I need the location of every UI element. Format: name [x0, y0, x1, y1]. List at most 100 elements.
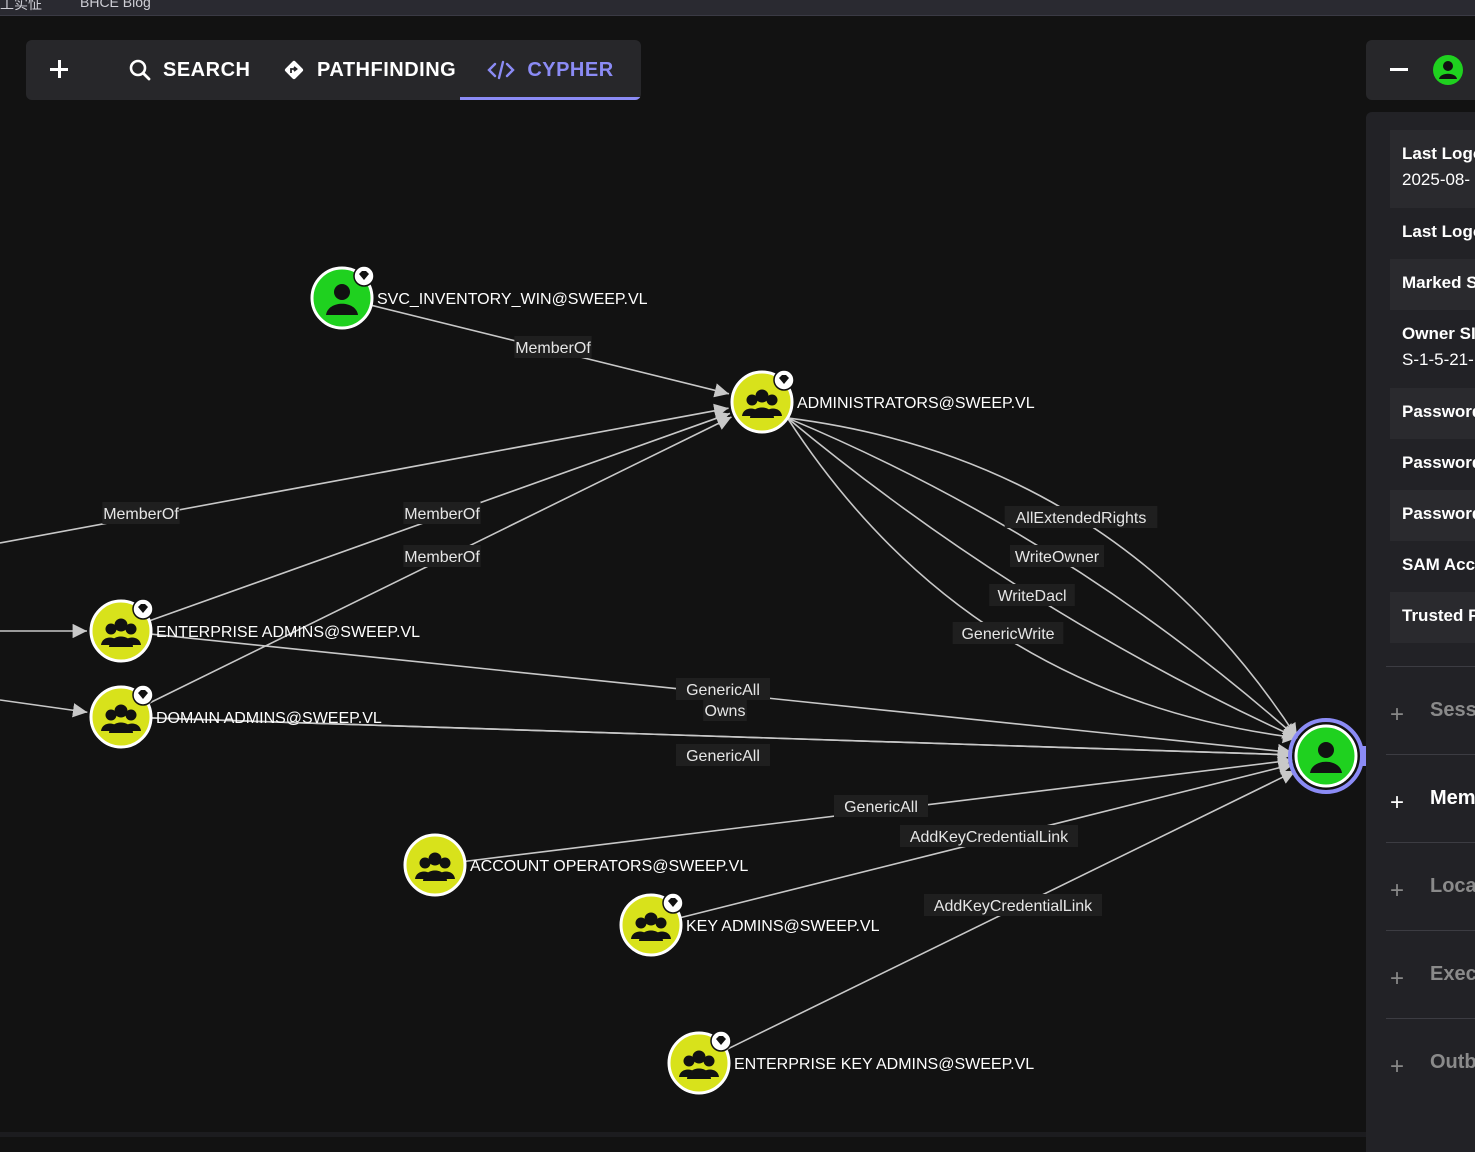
section-accordion[interactable]: + Member Of [1386, 754, 1475, 843]
graph-edge[interactable] [787, 417, 1298, 739]
property-row: Marked Sensitive [1390, 259, 1475, 310]
edge-label-bg [703, 699, 747, 721]
search-icon [129, 59, 151, 81]
section-label: Member Of [1430, 787, 1475, 809]
tab-cypher[interactable]: CYPHER [460, 40, 641, 100]
tab-search[interactable]: SEARCH [129, 40, 250, 100]
property-key: Last Logon [1402, 222, 1475, 241]
property-row: Password [1390, 490, 1475, 541]
node-label: ENTERPRISE KEY ADMINS@SWEEP.VL [734, 1056, 1034, 1073]
property-row: SAM Account [1390, 541, 1475, 592]
graph-edge[interactable] [786, 417, 1298, 744]
property-row: Last Logon2025-08- [1390, 130, 1475, 208]
graph-edge[interactable] [786, 417, 1298, 739]
edge-label[interactable]: GenericAll [686, 682, 760, 699]
section-label: Sessions [1430, 699, 1475, 721]
bottom-scroll-strip [0, 1132, 1366, 1137]
expand-icon[interactable]: + [1390, 1053, 1405, 1080]
tab-cypher-label: CYPHER [527, 58, 614, 81]
edge-label[interactable]: GenericWrite [961, 626, 1054, 643]
property-key: Owner SID [1402, 324, 1475, 343]
section-accordion[interactable]: + Local Admin [1386, 842, 1475, 931]
edge-label-bg [676, 744, 770, 766]
edge-label-bg [989, 584, 1075, 606]
edge-label-bg [1010, 545, 1104, 567]
section-label: Execution [1430, 963, 1475, 985]
node-label: ADMINISTRATORS@SWEEP.VL [797, 395, 1035, 412]
edge-label-bg [924, 894, 1102, 916]
edge-label[interactable]: WriteOwner [1015, 549, 1100, 566]
collapse-icon[interactable] [1390, 68, 1408, 71]
edge-label-bg [900, 825, 1078, 847]
group-node[interactable]: ADMINISTRATORS@SWEEP.VL [730, 369, 1035, 434]
code-icon [487, 60, 516, 80]
tier-zero-gem-icon [132, 598, 154, 620]
property-key: Password [1402, 402, 1475, 421]
tier-zero-gem-icon [710, 1030, 732, 1052]
edge-label-bg [676, 678, 770, 700]
edge-label[interactable]: WriteDacl [997, 588, 1066, 605]
graph-edge[interactable] [0, 699, 88, 718]
group-node[interactable]: DOMAIN ADMINS@SWEEP.VL [89, 684, 382, 749]
expand-icon[interactable]: + [1390, 789, 1405, 816]
edge-label[interactable]: AddKeyCredentialLink [910, 829, 1069, 846]
edge-label[interactable]: Owns [705, 703, 746, 720]
node-label: DOMAIN ADMINS@SWEEP.VL [156, 710, 382, 727]
property-row: Password [1390, 388, 1475, 439]
edge-label-bg [102, 502, 180, 524]
browser-tab-strip: 工实怔 BHCE Blog [0, 0, 1475, 16]
pathfinding-icon [284, 60, 304, 80]
edge-label-bg [403, 545, 481, 567]
edge-label[interactable]: MemberOf [103, 506, 179, 523]
group-node[interactable]: ENTERPRISE ADMINS@SWEEP.VL [89, 598, 420, 663]
edge-label[interactable]: MemberOf [404, 549, 480, 566]
tab-pathfinding[interactable]: PATHFINDING [283, 40, 456, 100]
browser-tab-label-2[interactable]: BHCE Blog [80, 0, 151, 10]
edge-label[interactable]: AddKeyCredentialLink [934, 898, 1093, 915]
user-icon [1433, 55, 1463, 85]
node-label: SVC_INVENTORY_WIN@SWEEP.VL [377, 291, 648, 308]
property-key: Marked Sensitive [1402, 273, 1475, 292]
edge-label[interactable]: MemberOf [404, 506, 480, 523]
section-label: Local Admin [1430, 875, 1475, 897]
edge-label[interactable]: MemberOf [515, 340, 591, 357]
graph-edge[interactable] [787, 417, 1298, 739]
graph-toolbar: SEARCH PATHFINDING CYPHER [26, 40, 641, 100]
tier-zero-gem-icon [773, 369, 795, 391]
add-icon[interactable] [48, 56, 70, 82]
edge-label[interactable]: GenericAll [686, 748, 760, 765]
property-row: Last Logon [1390, 208, 1475, 259]
tab-pathfinding-label: PATHFINDING [317, 58, 457, 81]
group-node[interactable]: ENTERPRISE KEY ADMINS@SWEEP.VL [667, 1030, 1034, 1095]
entity-panel-header [1366, 40, 1475, 100]
user-node[interactable]: SVC_INVENTORY_WIN@SWEEP.VL [310, 265, 648, 330]
property-value: S-1-5-21- [1402, 350, 1474, 369]
property-key: Password [1402, 504, 1475, 523]
section-accordion[interactable]: + Outbound [1386, 1018, 1475, 1107]
expand-icon[interactable]: + [1390, 877, 1405, 904]
node-label: ACCOUNT OPERATORS@SWEEP.VL [470, 858, 748, 875]
edge-label-bg [403, 502, 481, 524]
edge-label[interactable]: GenericAll [844, 799, 918, 816]
property-row: Owner SID S-1-5-21- [1390, 310, 1475, 388]
tier-zero-gem-icon [132, 684, 154, 706]
property-key: Password [1402, 453, 1475, 472]
section-label: Outbound [1430, 1051, 1475, 1073]
edge-label[interactable]: AllExtendedRights [1016, 510, 1147, 527]
user-node[interactable] [1288, 718, 1368, 794]
group-node[interactable]: KEY ADMINS@SWEEP.VL [619, 892, 880, 957]
property-row: Trusted For [1390, 592, 1475, 643]
edge-label-bg [834, 795, 928, 817]
edge-label-bg [514, 336, 592, 358]
tier-zero-gem-icon [353, 265, 375, 287]
group-node[interactable]: ACCOUNT OPERATORS@SWEEP.VL [403, 833, 748, 897]
expand-icon[interactable]: + [1390, 965, 1405, 992]
expand-icon[interactable]: + [1390, 701, 1405, 728]
section-accordion[interactable]: + Execution [1386, 930, 1475, 1019]
property-key: Trusted For [1402, 606, 1475, 625]
section-accordion[interactable]: + Sessions [1386, 666, 1475, 755]
browser-tab-label[interactable]: 工实怔 [0, 0, 42, 12]
graph-edge[interactable] [150, 717, 1293, 762]
edge-label-bg [952, 622, 1064, 644]
